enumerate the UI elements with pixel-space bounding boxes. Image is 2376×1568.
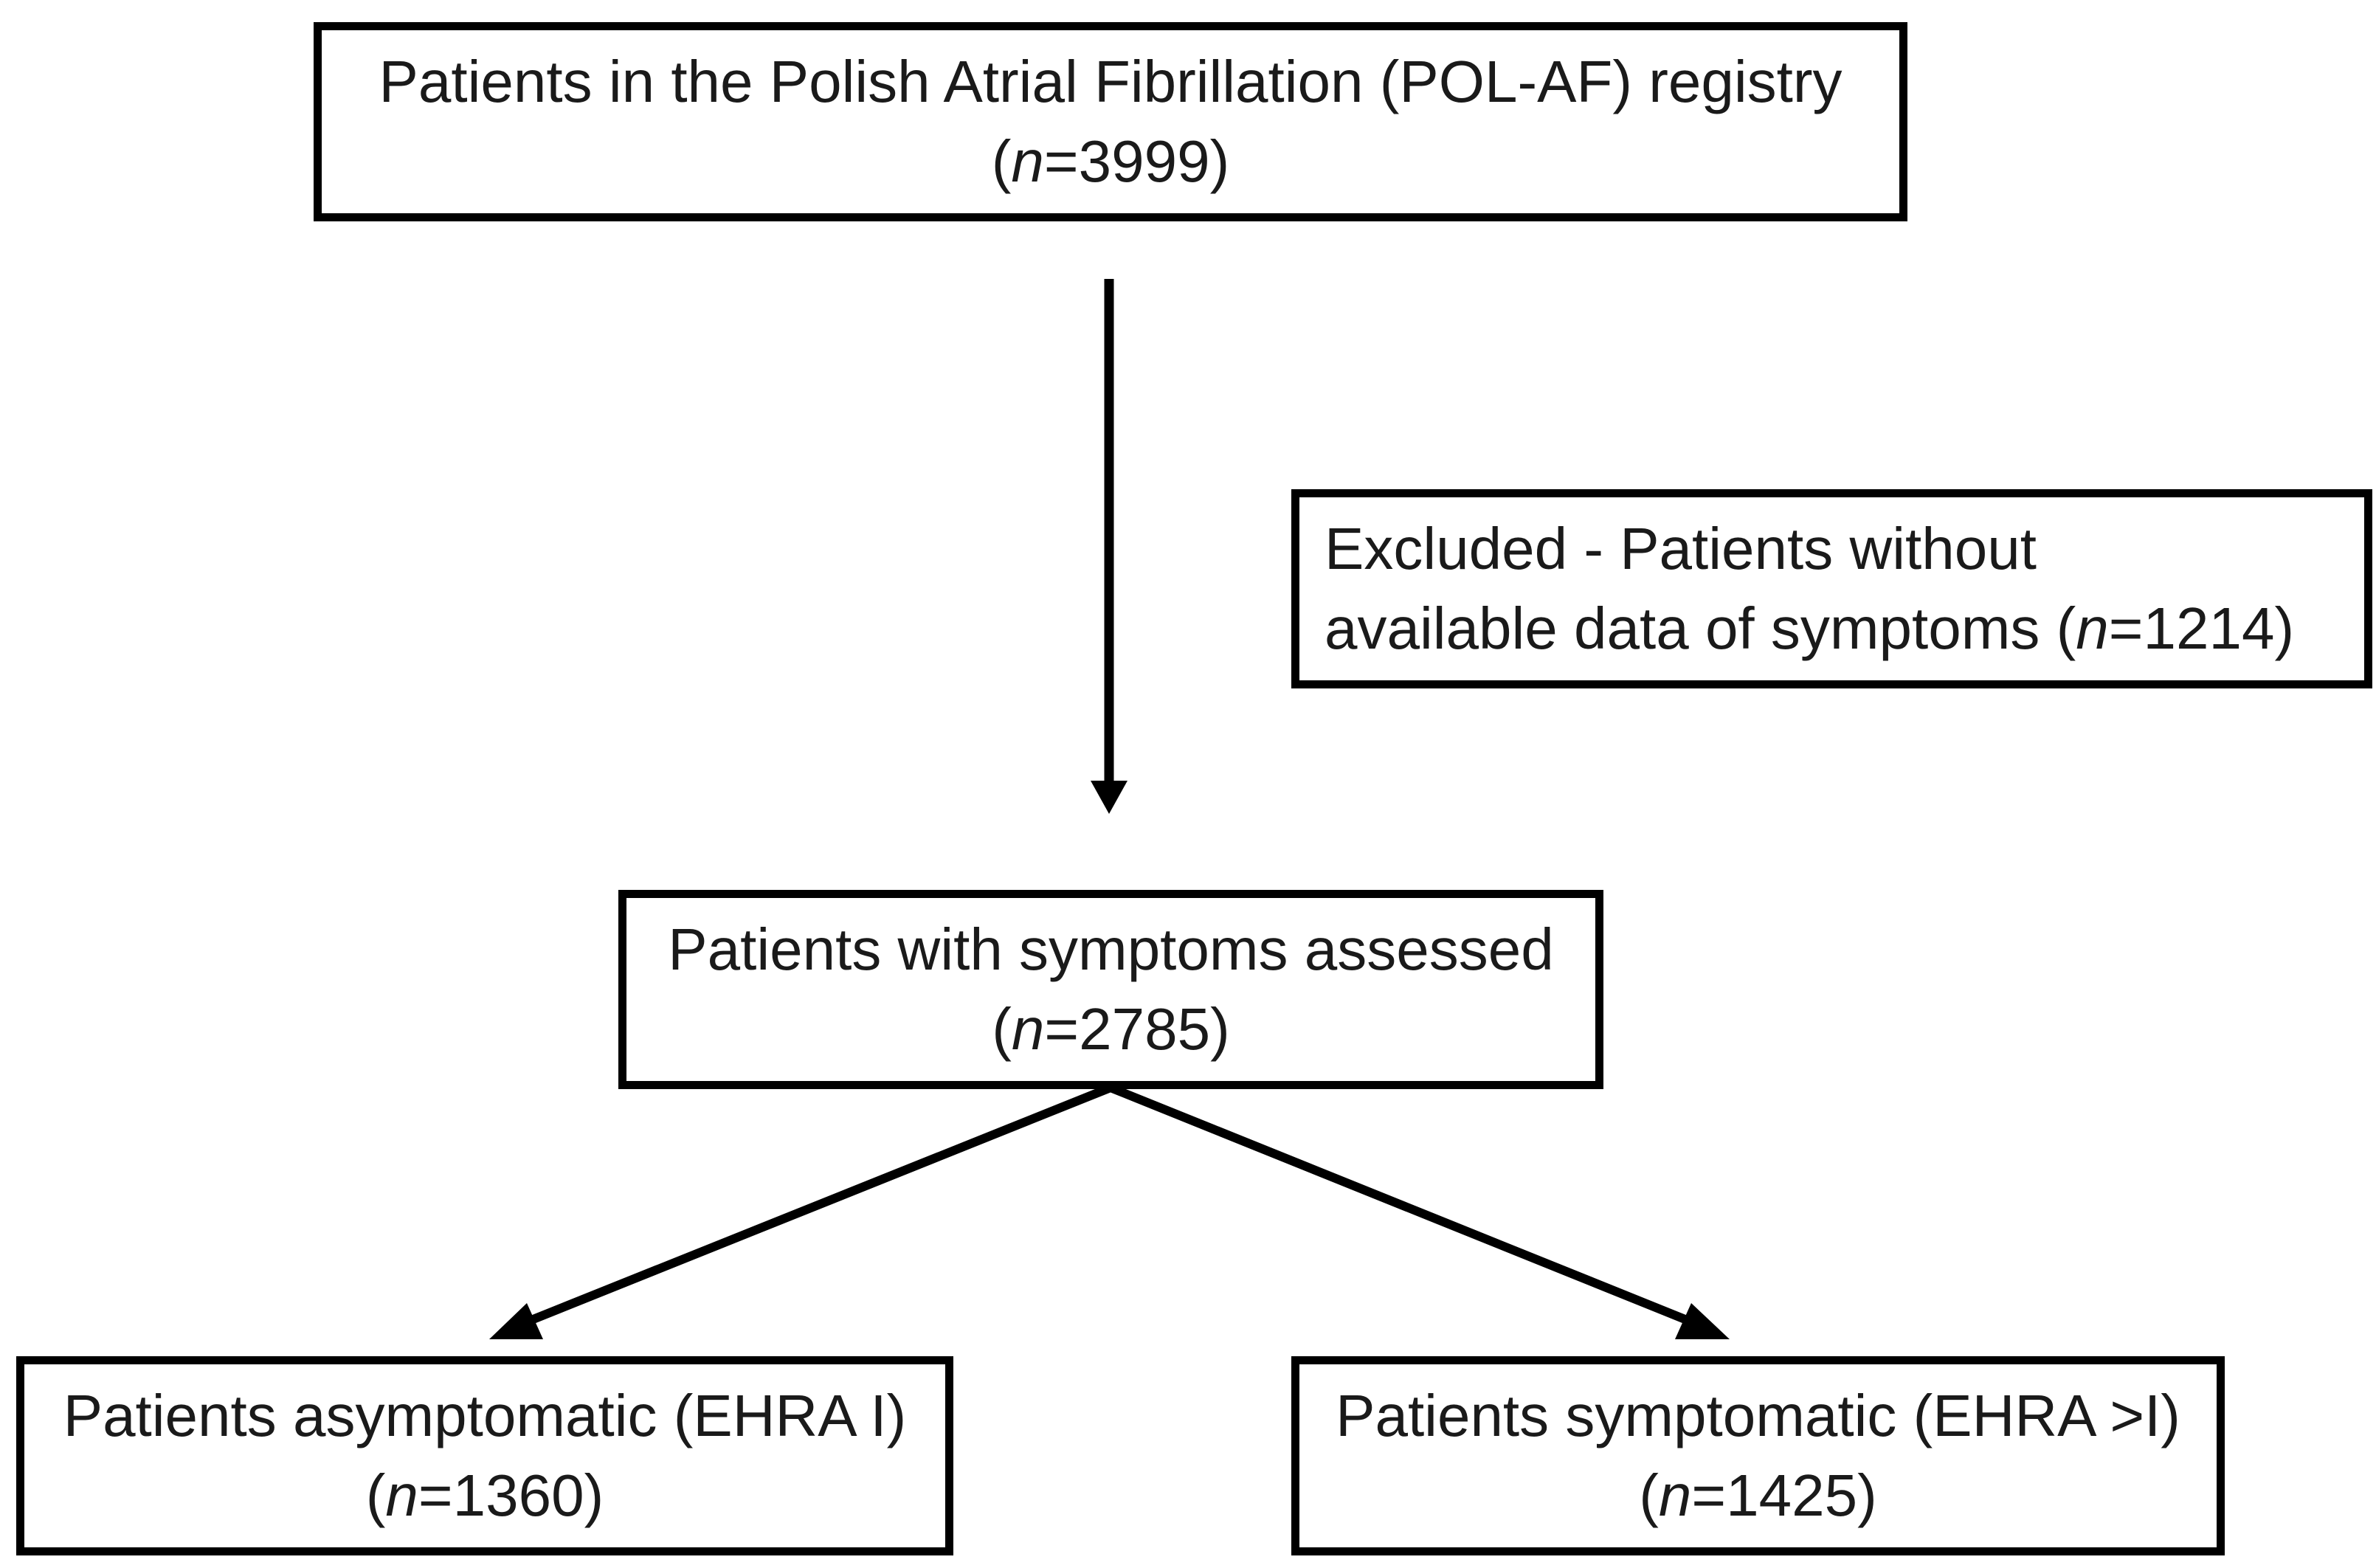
- box-registry-count: (n=3999): [991, 128, 1230, 194]
- arrowhead: [489, 1303, 543, 1339]
- box-assessed-count: (n=2785): [992, 996, 1230, 1062]
- box-symptomatic: Patients symptomatic (EHRA >I) (n=1425): [1291, 1356, 2225, 1555]
- assessed-label: Patients with symptoms assessed: [668, 916, 1554, 982]
- box-symptomatic-title: Patients symptomatic (EHRA >I): [1336, 1376, 2180, 1456]
- registry-n-value: =3999: [1043, 128, 1210, 194]
- arrowhead: [1675, 1303, 1730, 1339]
- box-asymptomatic-count: (n=1360): [365, 1462, 604, 1528]
- box-excluded-count: available data of symptoms (n=1214): [1325, 595, 2295, 661]
- arrow-assessed-to-symptomatic: [1108, 1083, 1730, 1339]
- symptomatic-label: Patients symptomatic (EHRA >I): [1336, 1383, 2180, 1448]
- arrow-assessed-to-asymptomatic: [489, 1083, 1113, 1339]
- asymptomatic-n-value: =1360: [418, 1462, 584, 1528]
- n-symbol: n: [1011, 128, 1044, 194]
- excluded-label: Excluded - Patients without: [1325, 516, 2037, 581]
- arrow-registry-to-assessed: [1091, 279, 1127, 814]
- box-registry: Patients in the Polish Atrial Fibrillati…: [314, 22, 1907, 221]
- box-registry-title: Patients in the Polish Atrial Fibrillati…: [379, 42, 1843, 122]
- box-excluded-title: Excluded - Patients without: [1325, 509, 2037, 589]
- box-excluded: Excluded - Patients without available da…: [1291, 489, 2372, 688]
- box-asymptomatic-title: Patients asymptomatic (EHRA I): [63, 1376, 907, 1456]
- n-symbol: n: [385, 1462, 418, 1528]
- arrow-shaft: [1108, 1083, 1696, 1327]
- arrowhead: [1091, 781, 1127, 814]
- box-assessed-title: Patients with symptoms assessed: [668, 910, 1553, 990]
- n-symbol: n: [2076, 595, 2109, 661]
- excluded-n-value: =1214: [2108, 595, 2275, 661]
- box-asymptomatic: Patients asymptomatic (EHRA I) (n=1360): [16, 1356, 953, 1555]
- n-symbol: n: [1658, 1462, 1692, 1528]
- arrow-shaft: [522, 1083, 1113, 1327]
- symptomatic-n-value: =1425: [1691, 1462, 1858, 1528]
- excluded-label-2: available data of symptoms (: [1325, 595, 2076, 661]
- assessed-n-value: =2785: [1044, 996, 1211, 1062]
- n-symbol: n: [1011, 996, 1045, 1062]
- registry-label: Patients in the Polish Atrial Fibrillati…: [379, 49, 1843, 114]
- box-assessed: Patients with symptoms assessed (n=2785): [618, 890, 1603, 1089]
- asymptomatic-label: Patients asymptomatic (EHRA I): [63, 1383, 907, 1448]
- box-symptomatic-count: (n=1425): [1639, 1462, 1877, 1528]
